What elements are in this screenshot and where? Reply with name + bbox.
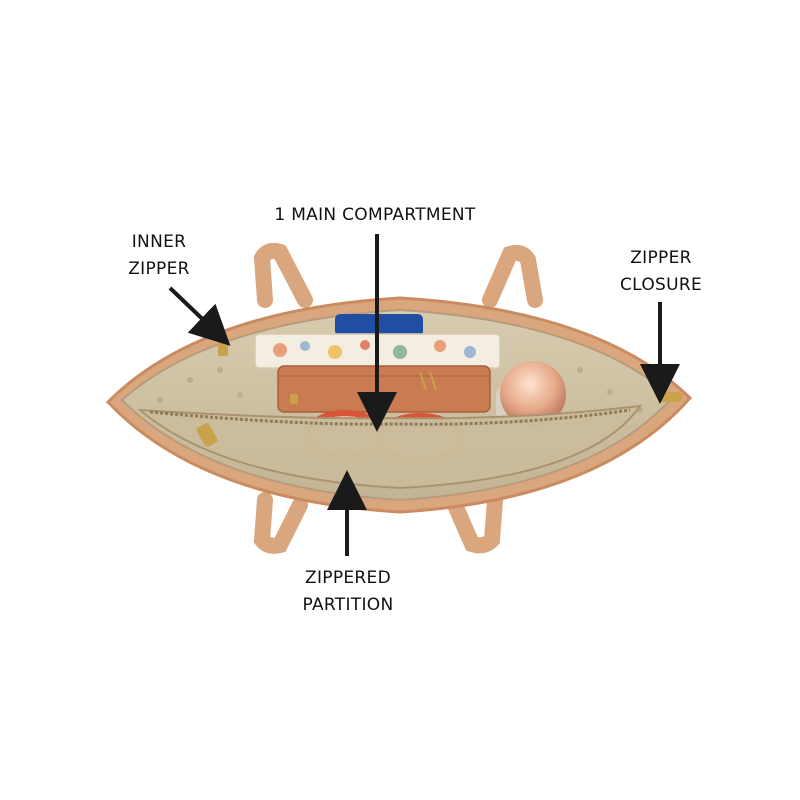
label-inner-zipper: INNER ZIPPER — [118, 229, 200, 283]
label-zipper-closure-line1: ZIPPER — [630, 248, 692, 268]
label-inner-zipper-line2: ZIPPER — [128, 259, 190, 279]
partition-zipper-track — [149, 408, 631, 426]
closure-zipper-pull — [660, 392, 682, 402]
arrow-inner-zipper — [168, 286, 231, 346]
label-zippered-partition: ZIPPERED PARTITION — [288, 565, 408, 619]
wallet — [277, 365, 491, 413]
label-zipper-closure: ZIPPER CLOSURE — [616, 245, 706, 299]
label-inner-zipper-line1: INNER — [131, 232, 187, 252]
zippered-partition — [137, 404, 643, 490]
label-zippered-partition-line2: PARTITION — [302, 595, 394, 615]
bottle — [496, 361, 566, 427]
label-zippered-partition-line1: ZIPPERED — [305, 568, 391, 588]
label-main-compartment: 1 MAIN COMPARTMENT — [250, 202, 500, 229]
bag-handles — [253, 242, 543, 554]
label-main-compartment-text: 1 MAIN COMPARTMENT — [274, 205, 476, 225]
partition-zipper-pull — [196, 423, 218, 447]
inner-zipper-pull — [218, 340, 228, 356]
label-zipper-closure-line2: CLOSURE — [619, 275, 702, 295]
